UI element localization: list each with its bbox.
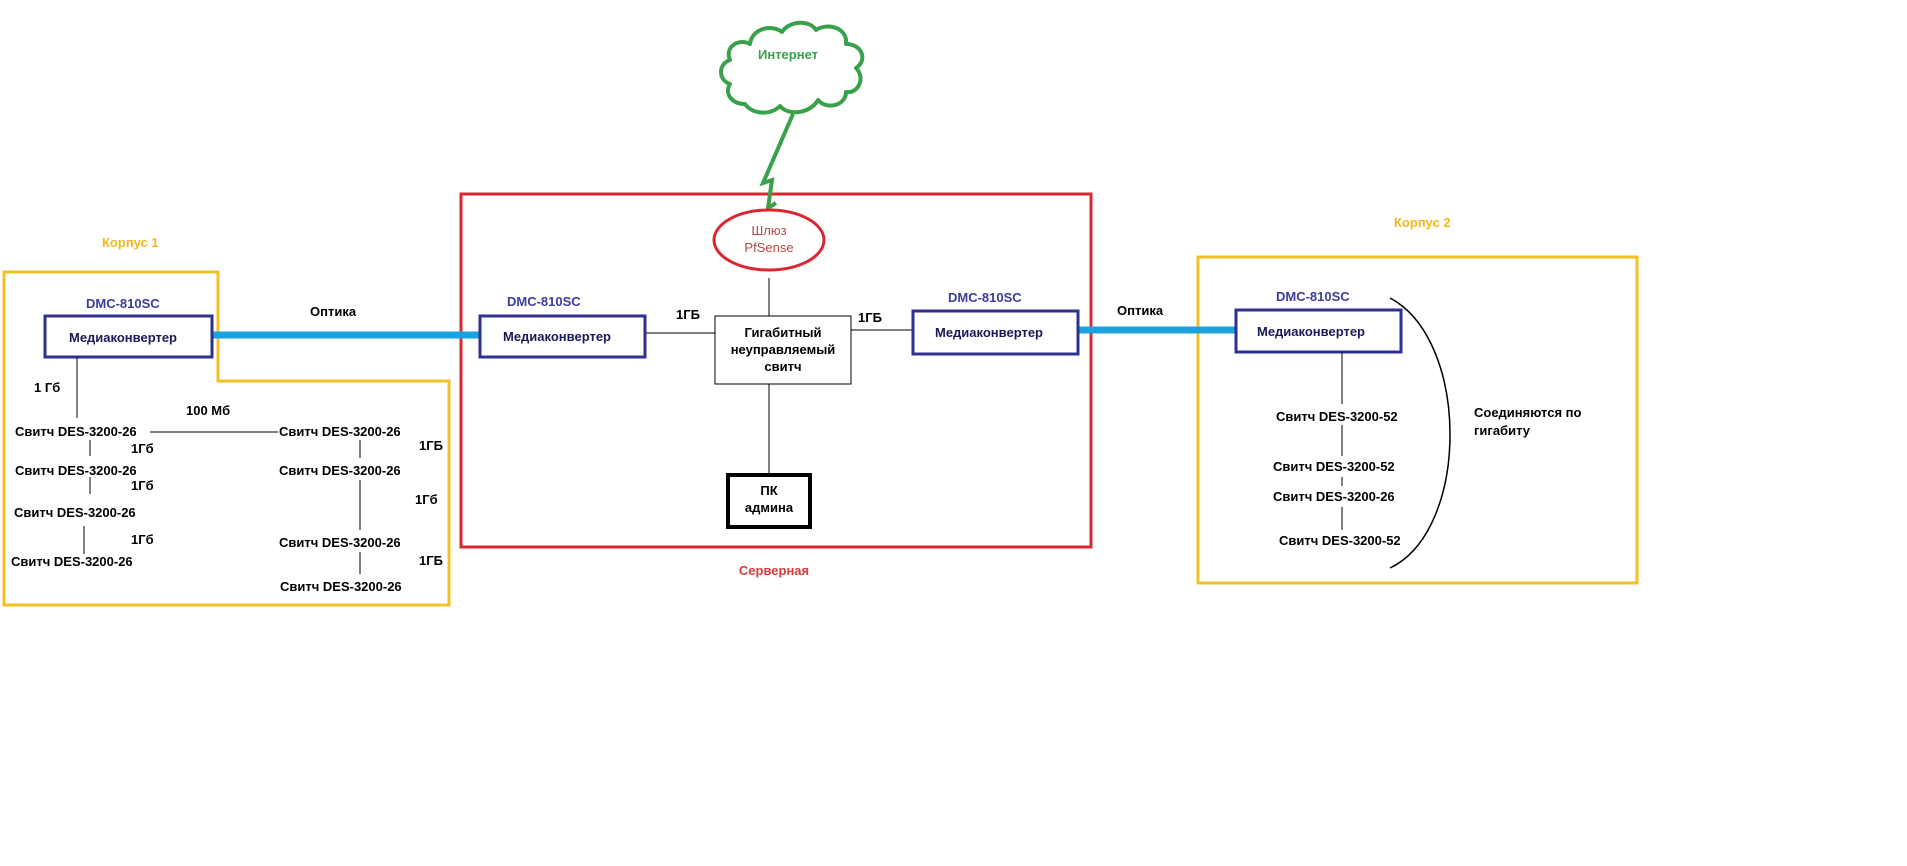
b1-left-speed-3: 1Гб bbox=[131, 532, 154, 547]
building1-converter-label: Медиаконвертер bbox=[68, 330, 178, 345]
gateway-line1: Шлюз bbox=[751, 223, 787, 238]
core-switch-box bbox=[714, 315, 852, 385]
internet-label: Интернет bbox=[757, 47, 819, 62]
b2-bracket-note-line1: Соединяются по bbox=[1474, 405, 1582, 420]
admin-pc-label: ПК админа bbox=[728, 482, 810, 516]
gateway-label: Шлюз PfSense bbox=[714, 222, 824, 256]
b2-switch-3: Свитч DES-3200-26 bbox=[1273, 489, 1395, 504]
building2-converter-model: DMC-810SC bbox=[1276, 289, 1350, 304]
gateway-ellipse bbox=[712, 208, 826, 272]
b1-right-speed-2: 1Гб bbox=[415, 492, 438, 507]
admin-pc-line1: ПК bbox=[760, 483, 778, 498]
admin-pc-box bbox=[726, 473, 812, 529]
b1-right-switch-4: Свитч DES-3200-26 bbox=[280, 579, 402, 594]
server-right-converter-model: DMC-810SC bbox=[948, 290, 1022, 305]
building1-title: Корпус 1 bbox=[102, 235, 159, 250]
core-switch-label: Гигабитный неуправляемый свитч bbox=[715, 324, 851, 375]
building2-title: Корпус 2 bbox=[1394, 215, 1451, 230]
building2-outline bbox=[1196, 255, 1639, 585]
b1-right-switch-1: Свитч DES-3200-26 bbox=[279, 424, 401, 439]
b2-switch-2: Свитч DES-3200-52 bbox=[1273, 459, 1395, 474]
building2-converter-box bbox=[1234, 308, 1403, 354]
b2-bracket-note: Соединяются по гигабиту bbox=[1474, 404, 1581, 440]
cloud-icon bbox=[719, 20, 865, 115]
building2-optic-label: Оптика bbox=[1117, 303, 1164, 318]
admin-pc-line2: админа bbox=[744, 500, 794, 515]
core-switch-line2: неуправляемый bbox=[730, 342, 836, 357]
b2-switch-4: Свитч DES-3200-52 bbox=[1279, 533, 1401, 548]
core-switch-line3: свитч bbox=[764, 359, 802, 374]
building1-uplink-speed: 1 Гб bbox=[34, 380, 61, 395]
b1-right-switch-3: Свитч DES-3200-26 bbox=[279, 535, 401, 550]
b1-right-speed-3: 1ГБ bbox=[419, 553, 443, 568]
server-right-converter-box bbox=[911, 309, 1080, 356]
server-right-link-speed: 1ГБ bbox=[858, 310, 882, 325]
building1-converter-model: DMC-810SC bbox=[86, 296, 160, 311]
server-room-outline bbox=[459, 192, 1093, 549]
server-right-converter-label: Медиаконвертер bbox=[934, 325, 1044, 340]
building1-interlink-speed: 100 Мб bbox=[186, 403, 231, 418]
server-left-link-speed: 1ГБ bbox=[676, 307, 700, 322]
b2-bracket-note-line2: гигабиту bbox=[1474, 423, 1530, 438]
internet-link bbox=[759, 113, 795, 212]
b2-switch-1: Свитч DES-3200-52 bbox=[1276, 409, 1398, 424]
server-left-converter-box bbox=[478, 314, 647, 359]
building1-converter-box bbox=[43, 314, 214, 359]
server-left-converter-label: Медиаконвертер bbox=[502, 329, 612, 344]
server-left-converter-model: DMC-810SC bbox=[507, 294, 581, 309]
b1-left-switch-1: Свитч DES-3200-26 bbox=[15, 424, 137, 439]
b1-left-speed-2: 1Гб bbox=[131, 478, 154, 493]
b1-left-switch-3: Свитч DES-3200-26 bbox=[14, 505, 136, 520]
b1-right-switch-2: Свитч DES-3200-26 bbox=[279, 463, 401, 478]
b1-left-switch-2: Свитч DES-3200-26 bbox=[15, 463, 137, 478]
b1-left-switch-4: Свитч DES-3200-26 bbox=[11, 554, 133, 569]
b1-left-speed-1: 1Гб bbox=[131, 441, 154, 456]
gateway-line2: PfSense bbox=[744, 240, 794, 255]
gigabit-bracket bbox=[1389, 297, 1451, 569]
b1-right-speed-1: 1ГБ bbox=[419, 438, 443, 453]
core-switch-line1: Гигабитный bbox=[744, 325, 822, 340]
building1-outline bbox=[2, 270, 451, 607]
building2-converter-label: Медиаконвертер bbox=[1256, 324, 1366, 339]
building1-optic-label: Оптика bbox=[310, 304, 357, 319]
server-room-label: Серверная bbox=[738, 563, 810, 578]
